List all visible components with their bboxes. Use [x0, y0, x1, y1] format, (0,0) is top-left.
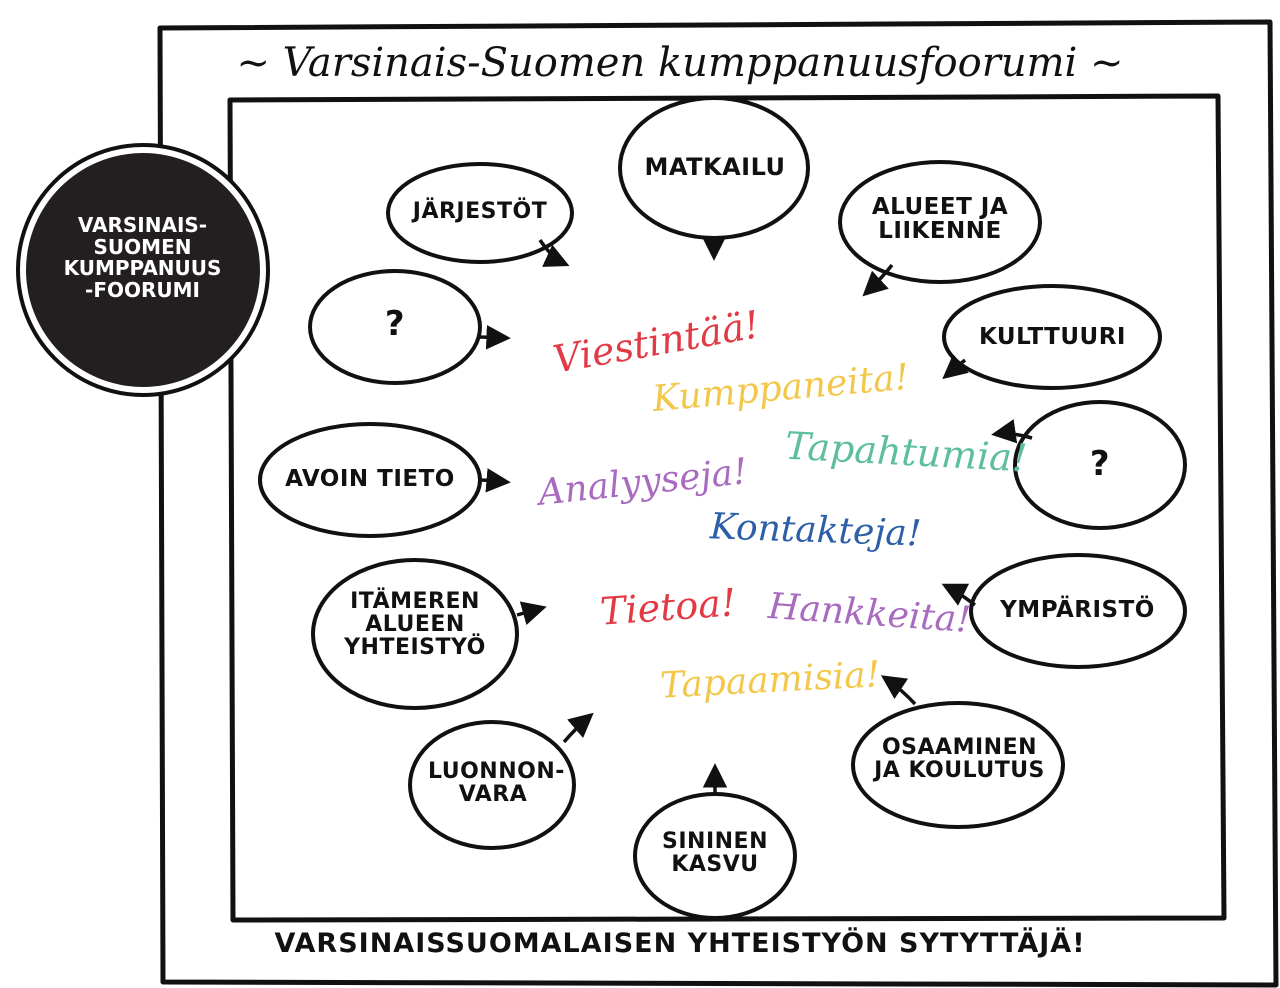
arrow-unknown-right	[991, 419, 1033, 444]
bubble-unknown-right	[1013, 400, 1187, 530]
topic-jarjestot: JÄRJESTÖT	[412, 199, 548, 224]
topic-unknown-right: ?	[1089, 444, 1111, 484]
bubble-alueet	[838, 160, 1042, 284]
inner-frame	[227, 93, 1227, 923]
arrow-itameri	[516, 601, 547, 626]
topic-kulttuuri: KULTTUURI	[979, 324, 1126, 350]
outcome-kontakteja: Kontakteja!	[709, 506, 923, 555]
bubble-itameri	[311, 558, 519, 710]
arrow-luonnonvara	[562, 712, 594, 744]
outer-frame	[157, 19, 1279, 988]
bubble-kulttuuri	[942, 284, 1162, 390]
logo-badge	[16, 143, 270, 397]
topic-matkailu: MATKAILU	[644, 153, 786, 181]
arrow-alueet	[862, 263, 894, 297]
arrow-ymparisto	[941, 583, 977, 607]
logo-text: VARSINAIS- SUOMEN KUMPPANUUS -FOORUMI	[40, 213, 245, 302]
bubble-osaaminen	[851, 701, 1065, 829]
bubble-ymparisto	[969, 553, 1187, 669]
topic-avoin-tieto: AVOIN TIETO	[285, 466, 455, 492]
topic-ymparisto: YMPÄRISTÖ	[1000, 597, 1155, 623]
arrow-avoin-tieto	[481, 468, 511, 493]
bubble-avoin-tieto	[258, 422, 482, 538]
arrow-osaaminen	[880, 675, 917, 706]
logo-line-4: -FOORUMI	[85, 277, 200, 302]
topic-osaaminen: OSAAMINEN JA KOULUTUS	[874, 735, 1045, 784]
logo-line-1: VARSINAIS-	[77, 213, 208, 237]
bubble-luonnonvara	[408, 720, 576, 850]
topic-luonnonvara: LUONNON-VARA	[428, 759, 565, 808]
bubble-unknown-left	[308, 269, 482, 385]
arrow-unknown-left	[479, 325, 511, 350]
page-title: ~ Varsinais-Suomen kumppanuusfoorumi ~	[236, 40, 1124, 86]
topic-sininen-kasvu: SININEN KASVU	[662, 829, 768, 878]
arrow-jarjestot	[538, 239, 570, 267]
logo-line-2: SUOMEN	[93, 234, 192, 259]
logo-line-3: KUMPPANUUS	[63, 256, 222, 281]
topic-alueet: ALUEET JA LIIKENNE	[871, 194, 1009, 245]
topic-itameri: ITÄMEREN ALUEEN YHTEISTYÖ	[344, 589, 486, 661]
topic-unknown-left: ?	[384, 304, 406, 344]
bubble-jarjestot	[386, 162, 574, 264]
footer-slogan: VARSINAISSUOMALAISEN YHTEISTYÖN SYTYTTÄJ…	[274, 928, 1086, 959]
arrow-kulttuuri	[942, 354, 969, 380]
